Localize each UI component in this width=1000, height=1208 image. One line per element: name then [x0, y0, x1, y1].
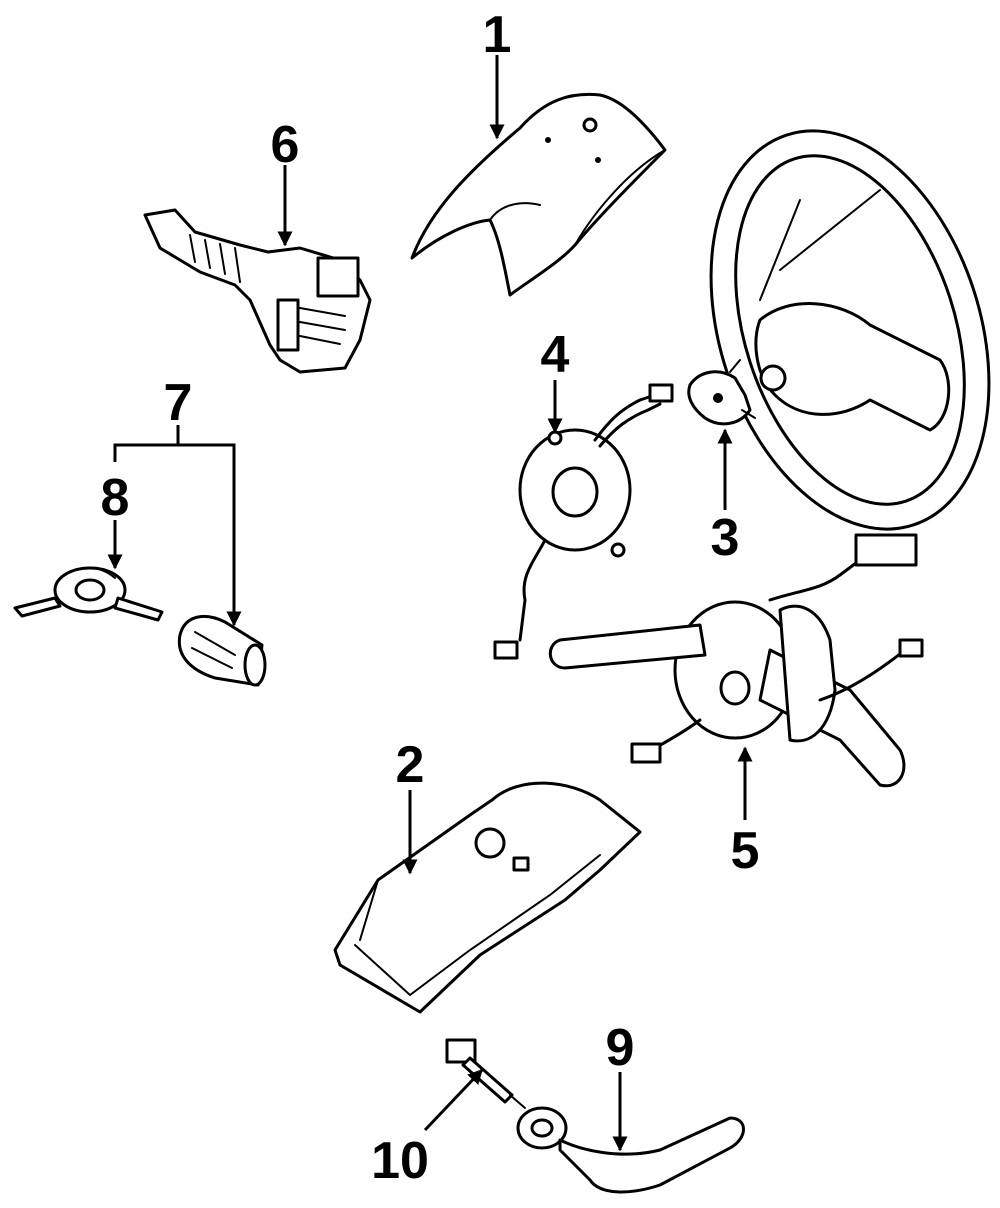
lock-housing	[177, 614, 267, 687]
tilt-lever	[516, 1106, 745, 1194]
callout-5: 5	[731, 822, 760, 880]
ignition-switch	[143, 208, 372, 374]
callout-6: 6	[271, 116, 300, 174]
horn-contact	[687, 359, 756, 426]
callout-2: 2	[396, 736, 425, 794]
lock-cylinder-with-keys	[13, 566, 164, 622]
callout-3: 3	[711, 509, 740, 567]
callout-9: 9	[606, 1019, 635, 1077]
clock-spring	[493, 383, 674, 660]
upper-column-shroud	[410, 92, 667, 297]
callout-numbers: 1 6 4 7 8 3 5 2 9 10	[101, 6, 760, 1190]
combination-switch	[549, 533, 924, 788]
callout-10: 10	[371, 1132, 429, 1190]
lower-column-shroud	[333, 781, 642, 1014]
bracket-7-right	[178, 443, 242, 627]
steering-wheel	[709, 129, 991, 531]
callout-7: 7	[164, 374, 193, 432]
callout-4: 4	[541, 326, 570, 384]
arrow-10	[423, 1068, 484, 1132]
tilt-lever-pin	[445, 1038, 526, 1109]
bracket-7-left	[113, 425, 180, 462]
leader-arrows	[107, 55, 753, 1152]
callout-8: 8	[101, 469, 130, 527]
callout-1: 1	[483, 6, 512, 64]
